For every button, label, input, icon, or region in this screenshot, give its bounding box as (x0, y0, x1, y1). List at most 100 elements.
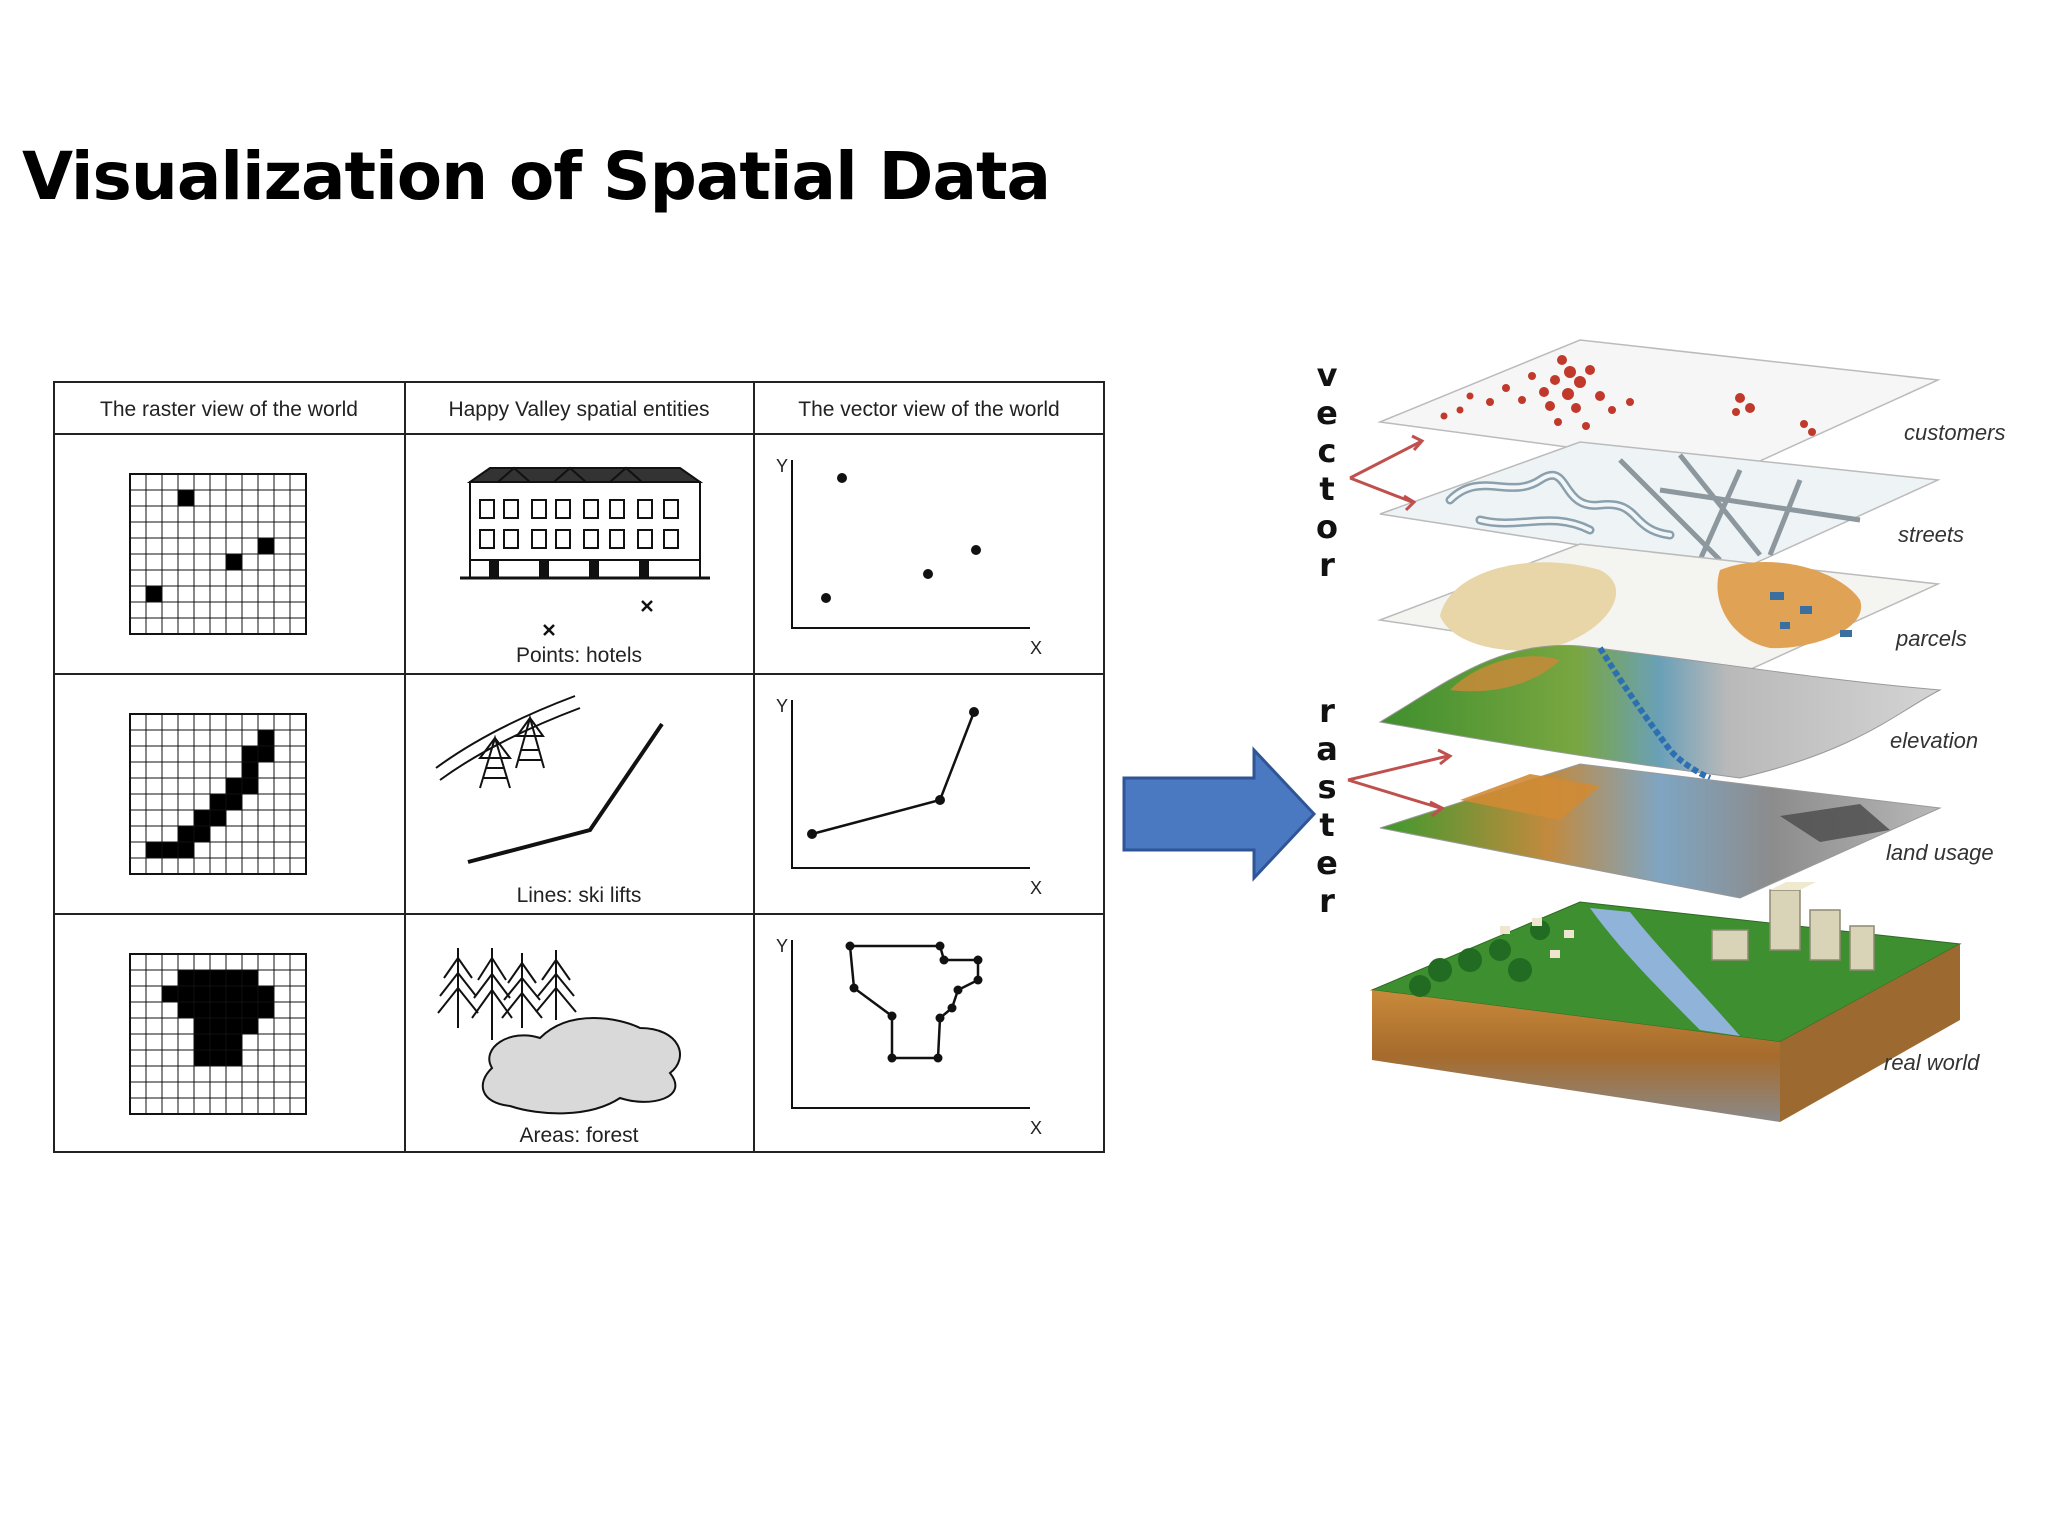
filled-cell (242, 986, 258, 1002)
layer-label-customers: customers (1904, 420, 2005, 445)
layer-land-usage (1379, 763, 1942, 899)
filled-cell (194, 826, 210, 842)
raster-vector-table: The raster view of the world Happy Valle… (53, 381, 1105, 1153)
filled-cell (146, 586, 162, 602)
gis-layers-illustration: customers streets parcels elevation land… (1347, 339, 2005, 1122)
ski-lift-line (467, 722, 664, 864)
filled-cell (242, 970, 258, 986)
filled-cell (226, 1050, 242, 1066)
filled-cell (162, 842, 178, 858)
filled-cell (194, 810, 210, 826)
filled-cell (258, 730, 274, 746)
right-arrow-icon (1122, 746, 1317, 882)
axis-y-label: Y (776, 456, 788, 476)
filled-cell (226, 1002, 242, 1018)
table-frame (53, 381, 1105, 1153)
vector-axes-lines (791, 700, 1030, 869)
vector-connector-arrows (1349, 434, 1425, 512)
raster-grid-points (129, 473, 307, 635)
raster-grid-areas (129, 953, 307, 1115)
axis-x-label: X (1030, 878, 1042, 898)
filled-cell (178, 1002, 194, 1018)
layer-label-elevation: elevation (1890, 728, 1978, 753)
axis-x-label: X (1030, 1118, 1042, 1138)
filled-cell (242, 1018, 258, 1034)
entity-caption-lines: Lines: ski lifts (517, 884, 642, 907)
filled-cell (210, 986, 226, 1002)
layer-label-streets: streets (1898, 522, 1964, 547)
vertical-letter: e (1316, 844, 1338, 882)
axis-x-label: X (1030, 638, 1042, 658)
filled-cell (242, 1002, 258, 1018)
vector-axes-points (791, 460, 1030, 629)
slide-title: Visualization of Spatial Data (22, 138, 1051, 215)
filled-cell (242, 778, 258, 794)
vertical-letter: s (1317, 768, 1337, 806)
filled-cell (226, 970, 242, 986)
filled-cell (178, 842, 194, 858)
vertical-letter: t (1319, 806, 1335, 844)
header-entities: Happy Valley spatial entities (448, 398, 709, 421)
filled-cell (194, 1034, 210, 1050)
vertical-letter: e (1316, 394, 1338, 432)
layer-real-world (1370, 882, 1962, 1122)
filled-cell (226, 778, 242, 794)
vertical-letter: r (1319, 882, 1335, 920)
filled-cell (194, 1018, 210, 1034)
entity-caption-areas: Areas: forest (519, 1124, 638, 1147)
vertical-letter: v (1316, 356, 1338, 394)
filled-cell (146, 842, 162, 858)
layer-customers (1377, 339, 1941, 471)
filled-cell (210, 794, 226, 810)
filled-cell (242, 746, 258, 762)
filled-cell (210, 970, 226, 986)
filled-cell (258, 986, 274, 1002)
filled-cell (178, 986, 194, 1002)
lake-shape-icon (481, 1017, 681, 1115)
vertical-letter: a (1316, 730, 1338, 768)
filled-cell (258, 1002, 274, 1018)
vertical-letter: c (1317, 432, 1337, 470)
raster-connector-arrows (1347, 748, 1453, 818)
filled-cell (194, 986, 210, 1002)
layer-parcels (1377, 543, 1941, 675)
filled-cell (178, 826, 194, 842)
filled-cell (226, 986, 242, 1002)
filled-cell (194, 1002, 210, 1018)
hotel-building-icon (460, 466, 710, 580)
vector-polygon (845, 941, 983, 1063)
layer-elevation (1378, 644, 1942, 781)
vector-axes-areas (791, 940, 1030, 1109)
layer-label-parcels: parcels (1895, 626, 1967, 651)
entity-caption-points: Points: hotels (516, 644, 642, 667)
filled-cell (178, 970, 194, 986)
vector-line (807, 707, 979, 839)
filled-cell (194, 970, 210, 986)
filled-cell (210, 810, 226, 826)
vertical-letter: o (1316, 508, 1338, 546)
filled-cell (178, 490, 194, 506)
filled-cell (162, 986, 178, 1002)
header-raster: The raster view of the world (100, 398, 358, 421)
hotel-markers (543, 600, 653, 636)
filled-cell (210, 1050, 226, 1066)
pine-trees-icon (437, 948, 577, 1040)
vector-points (821, 473, 981, 603)
filled-cell (258, 746, 274, 762)
vertical-letter: r (1319, 546, 1335, 584)
filled-cell (210, 1018, 226, 1034)
header-vector: The vector view of the world (798, 398, 1059, 421)
filled-cell (226, 1018, 242, 1034)
filled-cell (242, 762, 258, 778)
power-pylon-icon (435, 695, 581, 789)
axis-y-label: Y (776, 936, 788, 956)
axis-y-label: Y (776, 696, 788, 716)
layer-label-real-world: real world (1884, 1050, 1980, 1075)
filled-cell (258, 538, 274, 554)
layer-label-land-usage: land usage (1886, 840, 1994, 865)
vertical-letter: r (1319, 692, 1335, 730)
layer-streets (1379, 441, 1941, 571)
filled-cell (210, 1034, 226, 1050)
